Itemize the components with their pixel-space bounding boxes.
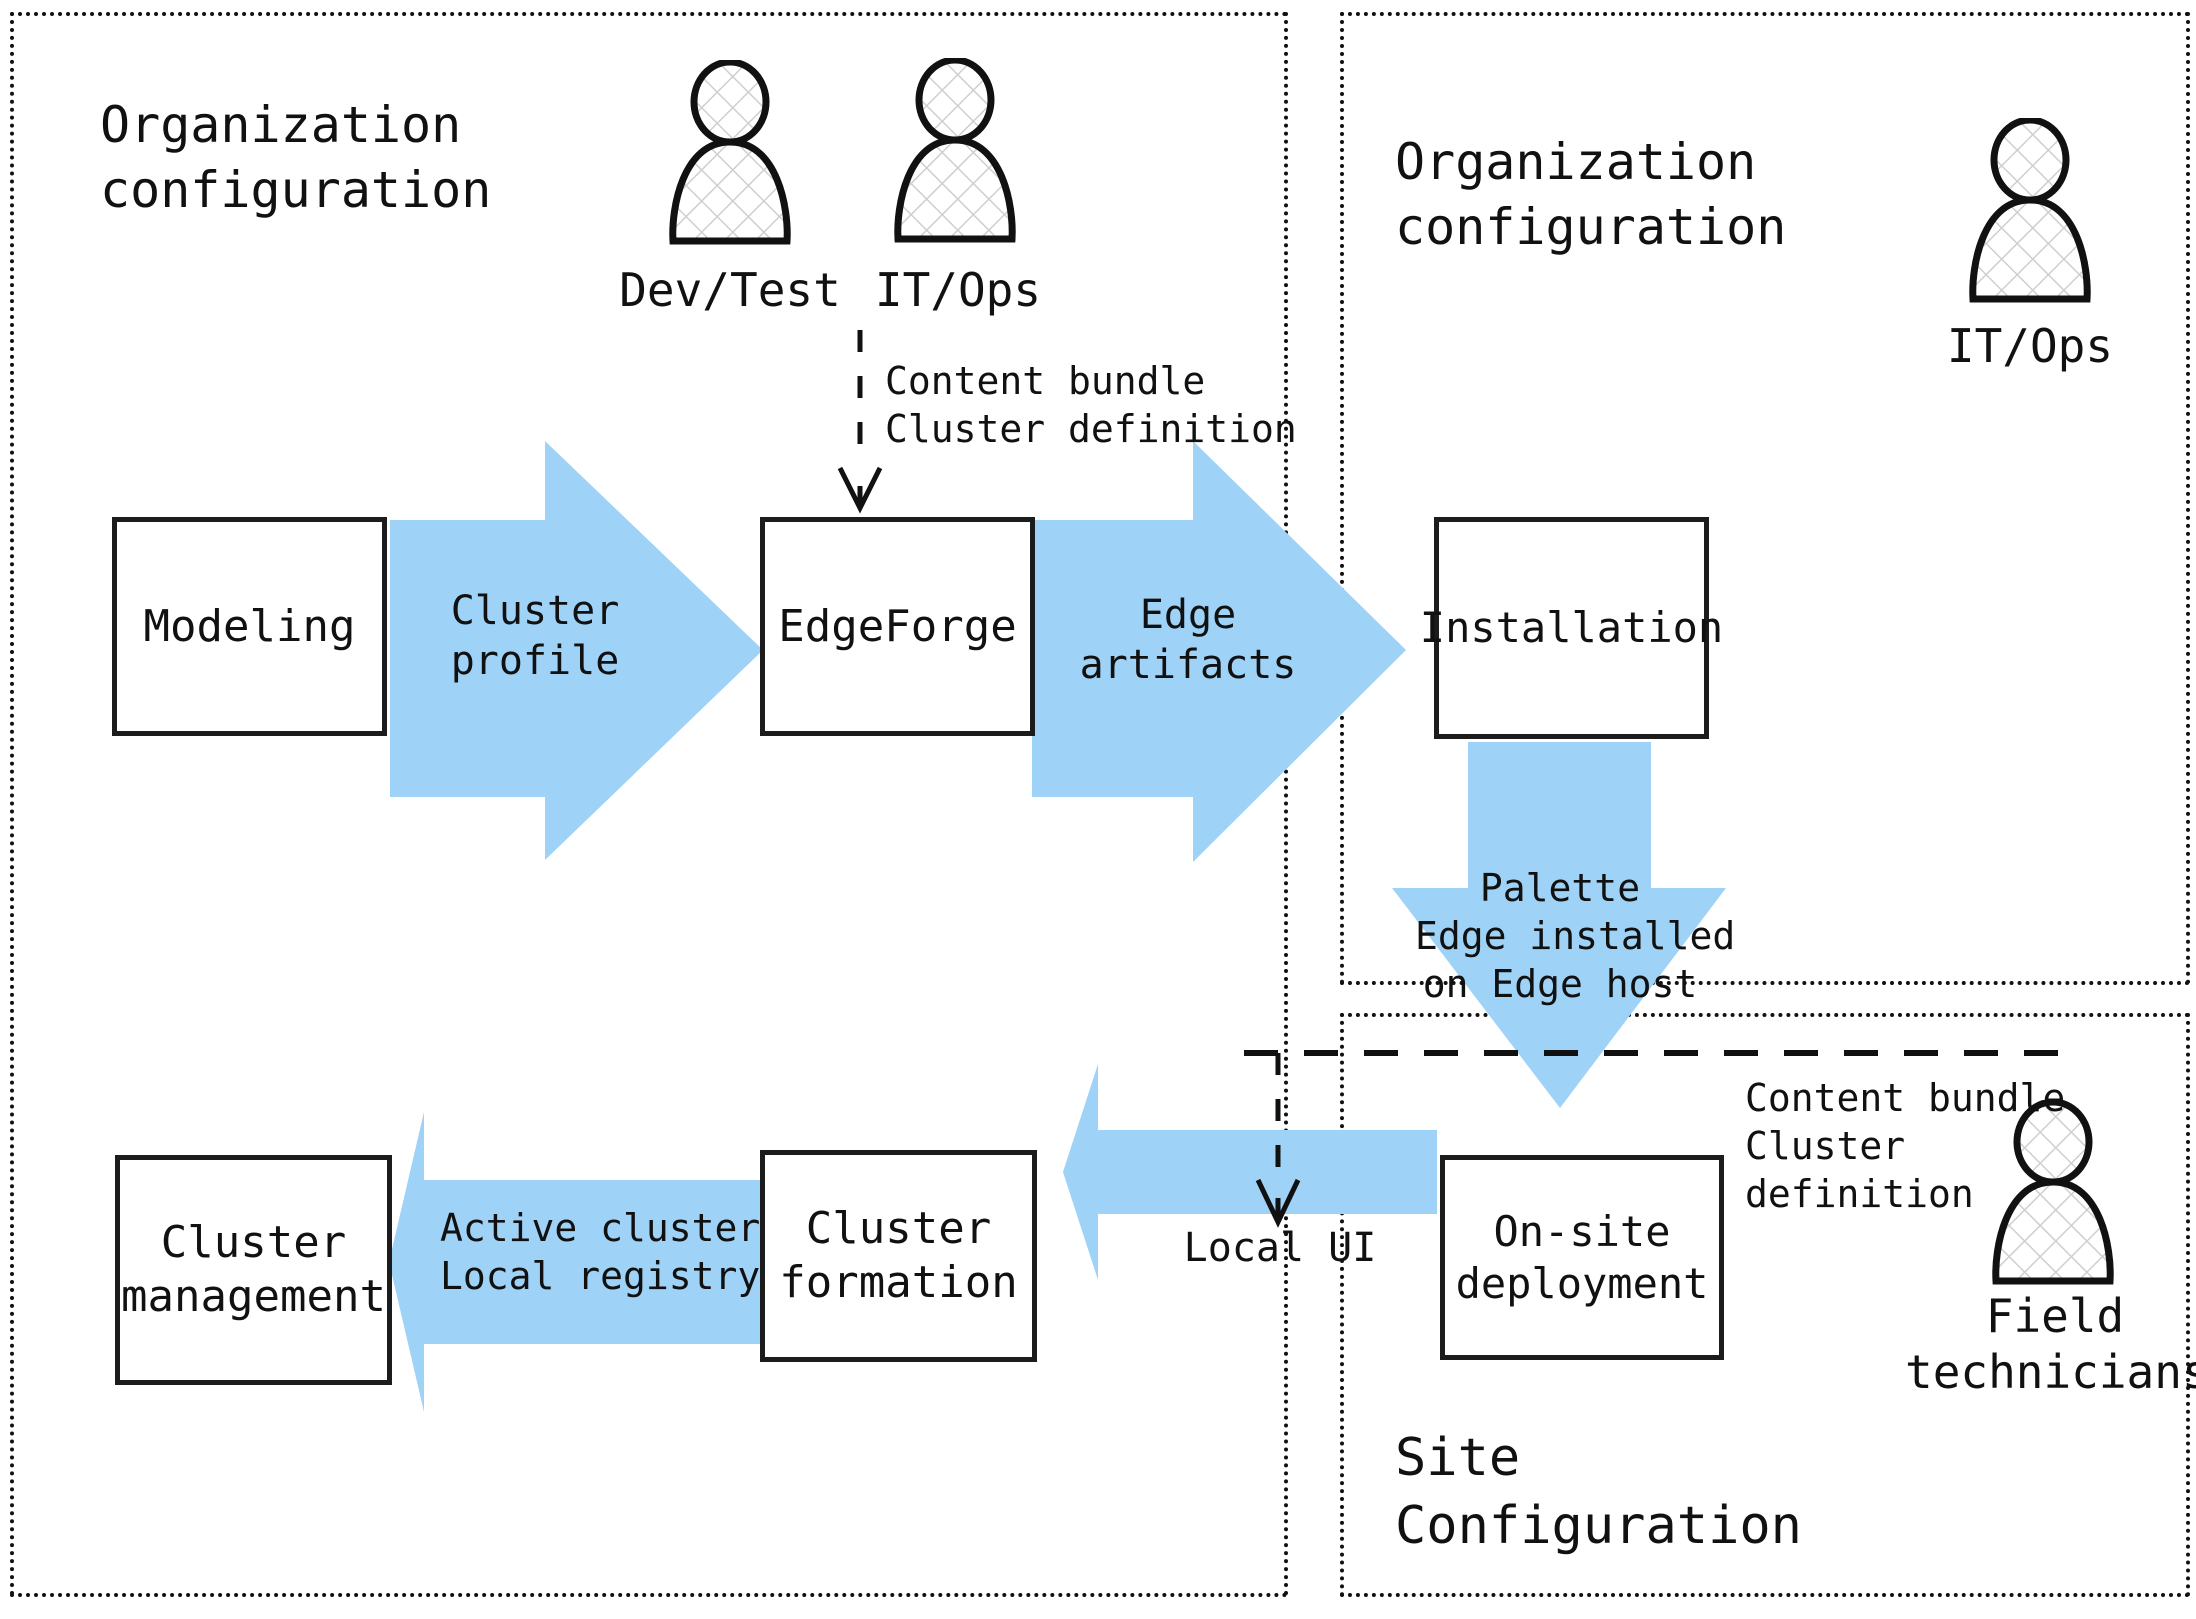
panel-organization-right	[1340, 12, 2190, 985]
persona-label-devtest: Dev/Test	[619, 263, 841, 317]
arrow-left-onsite	[1062, 1110, 1437, 1235]
person-icon-itops-left	[894, 58, 1016, 243]
box-modeling[interactable]: Modeling	[112, 517, 387, 736]
panel-title-organization-left: Organization configuration	[100, 96, 492, 219]
persona-label-itops-right: IT/Ops	[1946, 319, 2114, 373]
arrow-onsite-clusterformation	[1063, 1064, 1437, 1280]
arrow-edgeforge-to-installation	[1032, 441, 1406, 862]
box-installation[interactable]: Installation	[1420, 517, 1723, 739]
person-icon-fieldtech	[1992, 1100, 2114, 1285]
panel-title-site-configuration: Site Configuration	[1395, 1428, 1802, 1556]
arrow-label-palette-edge-installed: Palette Edge installed on Edge host	[1415, 866, 1736, 1006]
dashed-label-content-bundle-cluster-definition: Content bundle Cluster definition	[885, 359, 1297, 451]
dashed-label-site-content-bundle: Content bundle Cluster definition	[1745, 1076, 2066, 1216]
arrow-clusterformation-to-clustermanagement	[389, 1112, 760, 1412]
panel-title-organization-right: Organization configuration	[1395, 133, 1787, 256]
box-cluster-formation[interactable]: Cluster formation	[760, 1150, 1037, 1362]
box-onsite-deployment[interactable]: On-site deployment	[1440, 1155, 1724, 1360]
box-edgeforge[interactable]: EdgeForge	[760, 517, 1035, 736]
persona-label-fieldtech: Field technicians	[1905, 1289, 2196, 1400]
arrow-label-active-cluster-local-registry: Active cluster Local registry	[440, 1206, 761, 1298]
persona-label-itops-left: IT/Ops	[874, 263, 1042, 317]
panel-site-configuration	[1340, 1013, 2190, 1597]
arrow-label-edge-artifacts: Edge artifacts	[1079, 592, 1297, 689]
person-icon-itops-right	[1969, 118, 2091, 303]
panel-organization-left	[10, 12, 1288, 1597]
arrow-label-local-ui: Local UI	[1183, 1225, 1377, 1271]
person-icon-devtest	[669, 60, 791, 245]
arrow-label-cluster-profile: Cluster profile	[450, 588, 620, 685]
box-cluster-management[interactable]: Cluster management	[115, 1155, 392, 1385]
arrow-installation-to-onsite	[1392, 742, 1726, 1108]
arrow-modeling-to-edgeforge	[390, 441, 763, 860]
